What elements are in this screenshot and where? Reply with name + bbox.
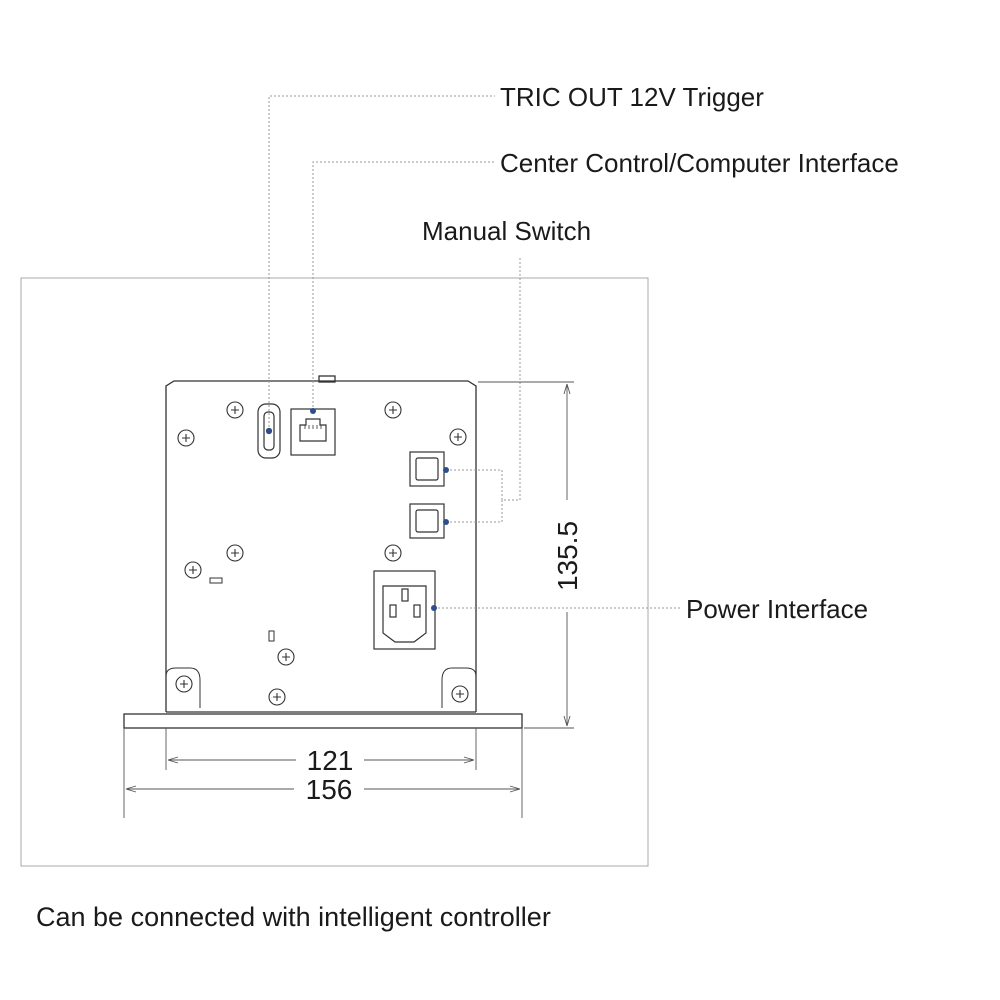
screw-icon — [177, 429, 195, 447]
indicator-slot — [268, 630, 275, 642]
screw-icon — [226, 544, 244, 562]
screw-icon — [184, 561, 202, 579]
screw-icon — [451, 685, 469, 703]
leader-lines — [268, 95, 682, 609]
diagram-caption: Can be connected with intelligent contro… — [36, 902, 551, 932]
screw-icon — [384, 401, 402, 419]
dimension-lines — [123, 381, 574, 818]
leader-dots — [266, 408, 449, 611]
label-tric-out: TRIC OUT 12V Trigger — [500, 82, 764, 112]
dimension-inner-width: 121 — [307, 745, 354, 776]
mounting-flange — [123, 713, 523, 729]
dimension-outer-width: 156 — [306, 774, 353, 805]
label-power-interface: Power Interface — [686, 594, 868, 624]
dimension-height: 135.5 — [552, 521, 583, 591]
label-manual-switch: Manual Switch — [422, 216, 591, 246]
screw-icon — [268, 688, 286, 706]
screws — [175, 401, 469, 706]
power-inlet — [373, 570, 436, 650]
screw-icon — [277, 648, 295, 666]
manual-switch-buttons — [409, 451, 445, 539]
label-center-control: Center Control/Computer Interface — [500, 148, 899, 178]
screw-icon — [384, 544, 402, 562]
diagram-frame — [20, 277, 649, 867]
indicator-slot — [209, 577, 223, 584]
screw-icon — [449, 428, 467, 446]
device-body — [123, 375, 523, 729]
screw-icon — [175, 675, 193, 693]
screw-icon — [226, 401, 244, 419]
rj-port — [290, 408, 336, 456]
